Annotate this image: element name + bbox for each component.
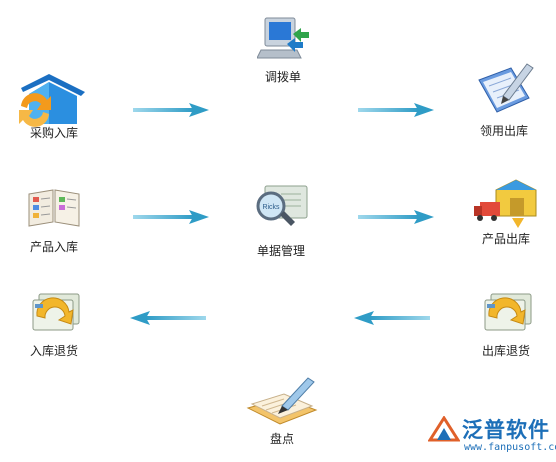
arrow-purchase-to-transfer bbox=[133, 103, 209, 117]
node-product-out[interactable]: 产品出库 bbox=[466, 176, 546, 247]
arrow-outbound-to-return bbox=[354, 311, 430, 325]
node-purchase-in[interactable]: 采购入库 bbox=[14, 70, 94, 141]
house-refresh-icon bbox=[19, 74, 85, 127]
node-inventory-check[interactable]: 盘点 bbox=[240, 376, 324, 447]
notepad-pen-icon bbox=[478, 63, 534, 113]
arrow-docmgmt-to-productout bbox=[358, 210, 434, 224]
node-inbound-return[interactable]: 入库退货 bbox=[14, 290, 94, 359]
brand-name: 泛普软件 bbox=[462, 418, 550, 442]
catalog-book-icon bbox=[28, 189, 80, 227]
node-document-mgmt[interactable]: Ricks 单据管理 bbox=[239, 182, 323, 259]
arrow-productin-to-docmgmt bbox=[133, 210, 209, 224]
node-label: 调拨单 bbox=[264, 70, 301, 84]
node-label: 领用出库 bbox=[479, 124, 528, 138]
node-label: 出库退货 bbox=[481, 344, 530, 358]
brand-logo: 泛普软件 www.fanpusoft.com bbox=[428, 412, 556, 458]
warehouse-truck-icon bbox=[474, 179, 537, 228]
node-label: 盘点 bbox=[269, 432, 294, 446]
brand-url: www.fanpusoft.com bbox=[464, 442, 556, 453]
node-label: 采购入库 bbox=[29, 126, 78, 140]
node-label: 产品出库 bbox=[481, 232, 530, 246]
node-outbound-return[interactable]: 出库退货 bbox=[466, 290, 546, 359]
arrow-return-to-inbound bbox=[130, 311, 206, 325]
return-arrow-card-icon bbox=[484, 293, 532, 331]
paper-pen-icon bbox=[246, 377, 318, 425]
return-arrow-card-icon bbox=[32, 293, 80, 331]
node-label: 入库退货 bbox=[29, 344, 78, 358]
node-product-in[interactable]: 产品入库 bbox=[14, 188, 94, 255]
node-label: 产品入库 bbox=[29, 240, 78, 254]
arrow-transfer-to-requisition bbox=[358, 103, 434, 117]
brand-logo-icon bbox=[428, 416, 460, 442]
node-label: 单据管理 bbox=[256, 244, 305, 258]
node-transfer[interactable]: 调拨单 bbox=[243, 14, 323, 85]
node-requisition-out[interactable]: 领用出库 bbox=[464, 62, 544, 139]
magnifier-text: Ricks bbox=[262, 204, 280, 211]
magnifier-document-icon: Ricks bbox=[256, 185, 308, 226]
computer-transfer-icon bbox=[257, 17, 309, 59]
